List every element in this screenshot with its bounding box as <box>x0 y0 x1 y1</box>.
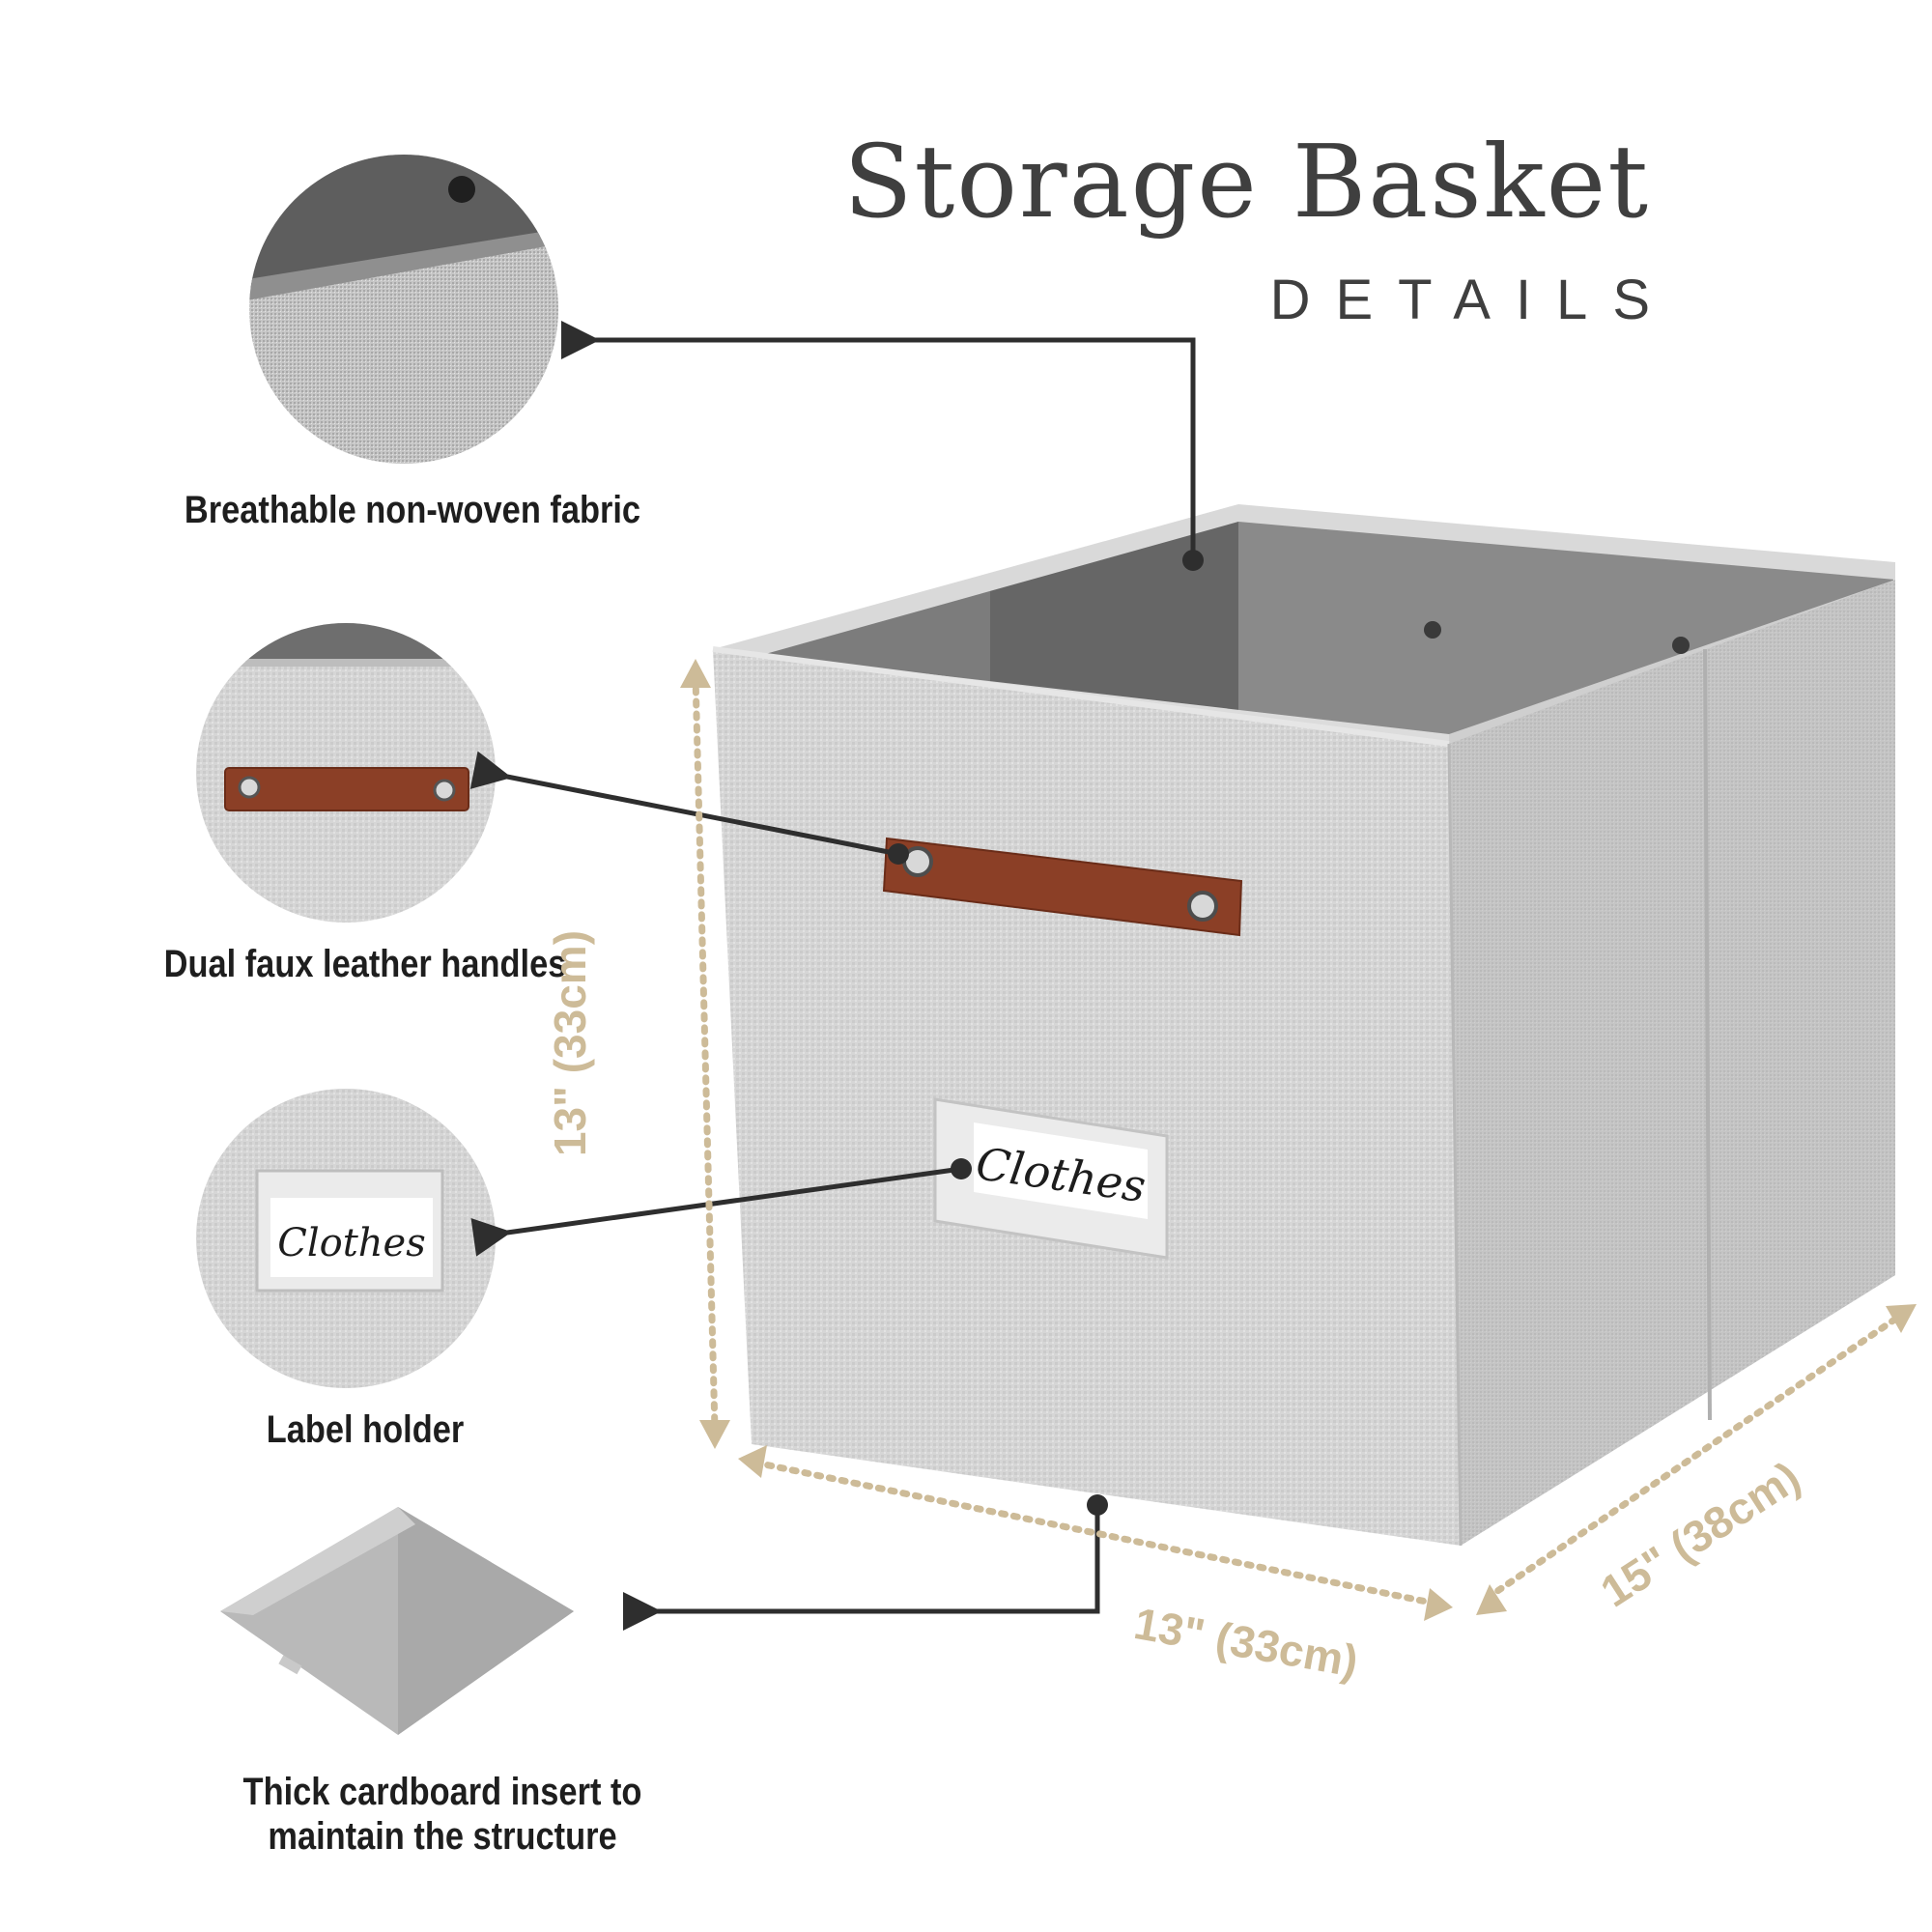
height-dimension-label: 13" (33cm) <box>545 929 595 1157</box>
fabric-closeup-icon <box>249 155 558 464</box>
callout-lines <box>469 321 1196 1631</box>
cardboard-caption-line-1: Thick cardboard insert to <box>242 1771 642 1813</box>
closeup-label-text: Clothes <box>277 1221 426 1265</box>
handles-caption: Dual faux leather handles <box>163 943 567 985</box>
fabric-caption: Breathable non-woven fabric <box>184 489 641 531</box>
label-holder: Clothes <box>933 1097 1169 1260</box>
handle-closeup-icon <box>196 623 496 923</box>
callout-dots <box>888 550 1204 1516</box>
page-subtitle: DETAILS <box>1269 269 1675 331</box>
dimension-arrowheads <box>680 659 1917 1621</box>
cardboard-insert-icon <box>220 1507 574 1735</box>
leather-handle <box>882 837 1243 937</box>
cardboard-caption: Thick cardboard insert to maintain the s… <box>243 1770 642 1859</box>
storage-basket: Clothes <box>712 504 1895 1547</box>
label-holder-caption: Label holder <box>266 1408 465 1451</box>
dimension-lines <box>692 672 1907 1607</box>
page-title: Storage Basket <box>843 123 1650 241</box>
cardboard-caption-line-2: maintain the structure <box>268 1815 617 1858</box>
label-holder-closeup-icon: Clothes <box>196 1089 496 1388</box>
